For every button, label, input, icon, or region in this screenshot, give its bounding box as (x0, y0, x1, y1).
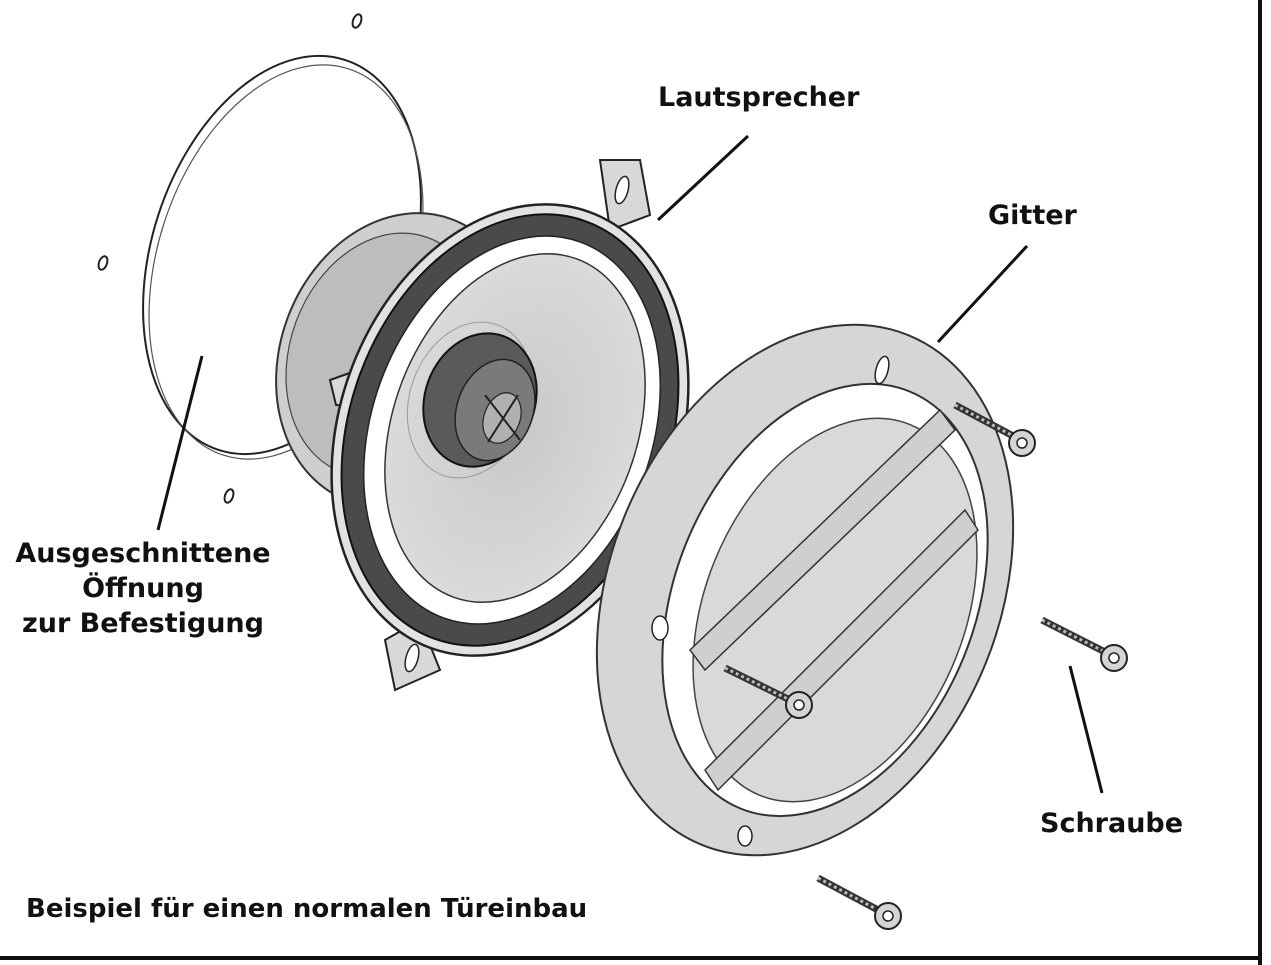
screw-3 (1040, 616, 1128, 672)
caption: Beispiel für einen normalen Türeinbau (26, 894, 588, 924)
grille-bar-upper (689, 408, 956, 672)
label-grille: Gitter (988, 200, 1077, 231)
grille-ring (595, 323, 1015, 857)
grille-bar-lower (704, 508, 979, 792)
leader-line-cutout (156, 355, 204, 531)
speaker-assembly (275, 159, 700, 692)
cutout-hole-bottom (223, 488, 235, 504)
label-cutout-line-2: Öffnung (82, 573, 204, 605)
grille-hole-top (874, 355, 890, 385)
leader-line-speaker (656, 134, 750, 222)
screw-1 (953, 401, 1036, 457)
grille-hole-bottom (737, 825, 753, 847)
label-cutout-line-1: Ausgeschnittene (15, 538, 271, 569)
screw-4 (816, 874, 902, 930)
cutout-hole-left (97, 255, 109, 271)
grille-hole-left (651, 615, 669, 641)
leader-line-grille (936, 244, 1029, 344)
cutout-hole-top (351, 13, 363, 29)
label-cutout: Ausgeschnittene Öffnung zur Befestigung (12, 536, 274, 641)
screw-2 (723, 664, 813, 719)
label-cutout-line-3: zur Befestigung (22, 608, 264, 640)
frame-border-right (1258, 0, 1262, 965)
label-speaker: Lautsprecher (658, 82, 860, 113)
label-screw: Schraube (1040, 808, 1184, 839)
leader-line-screw (1068, 665, 1104, 794)
frame-border-bottom (0, 956, 1262, 960)
